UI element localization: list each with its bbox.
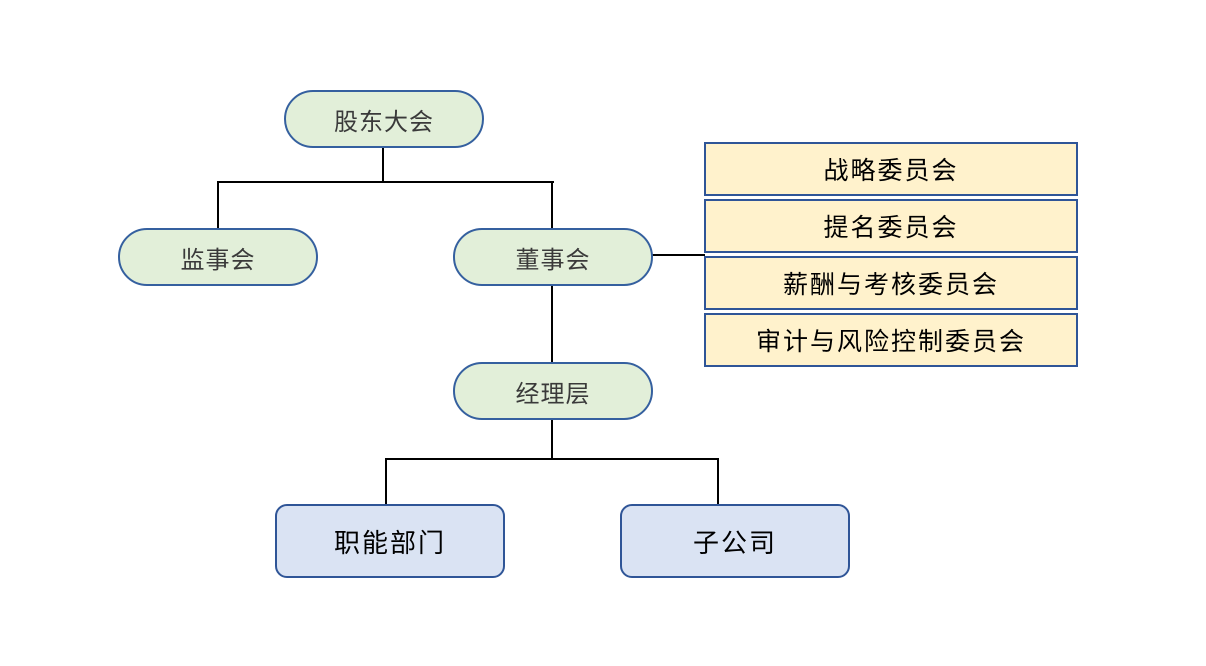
node-board-of-directors-label: 董事会 bbox=[515, 246, 591, 274]
node-management-level-label: 经理层 bbox=[515, 380, 591, 408]
connector-to-subsidiaries bbox=[717, 458, 719, 504]
connector-board-to-committees bbox=[652, 254, 705, 256]
connector-to-board bbox=[551, 181, 553, 228]
connector-to-functional bbox=[385, 458, 387, 504]
node-shareholders-meeting: 股东大会 bbox=[284, 90, 484, 148]
committee-remuneration-label: 薪酬与考核委员会 bbox=[782, 272, 999, 299]
committee-strategy-label: 战略委员会 bbox=[823, 158, 959, 185]
node-shareholders-meeting-label: 股东大会 bbox=[334, 108, 434, 136]
node-management-level: 经理层 bbox=[453, 362, 653, 420]
node-functional-departments: 职能部门 bbox=[275, 504, 505, 578]
connector-top-horizontal-bar bbox=[217, 181, 554, 183]
committee-row-audit-risk: 审计与风险控制委员会 bbox=[704, 313, 1078, 367]
committee-audit-risk-label: 审计与风险控制委员会 bbox=[755, 329, 1026, 356]
node-functional-departments-label: 职能部门 bbox=[333, 528, 446, 558]
node-supervisory-board: 监事会 bbox=[118, 228, 318, 286]
committee-nomination-label: 提名委员会 bbox=[823, 215, 959, 242]
node-supervisory-board-label: 监事会 bbox=[180, 246, 256, 274]
connector-board-to-management bbox=[551, 286, 553, 362]
node-board-of-directors: 董事会 bbox=[453, 228, 653, 286]
connector-to-supervisory bbox=[217, 181, 219, 228]
connector-bottom-horizontal-bar bbox=[385, 458, 719, 460]
node-subsidiaries: 子公司 bbox=[620, 504, 850, 578]
committee-row-nomination: 提名委员会 bbox=[704, 199, 1078, 253]
connector-shareholders-down bbox=[382, 148, 384, 182]
committee-row-remuneration: 薪酬与考核委员会 bbox=[704, 256, 1078, 310]
node-subsidiaries-label: 子公司 bbox=[692, 528, 777, 558]
connector-management-down bbox=[551, 420, 553, 460]
committee-row-strategy: 战略委员会 bbox=[704, 142, 1078, 196]
